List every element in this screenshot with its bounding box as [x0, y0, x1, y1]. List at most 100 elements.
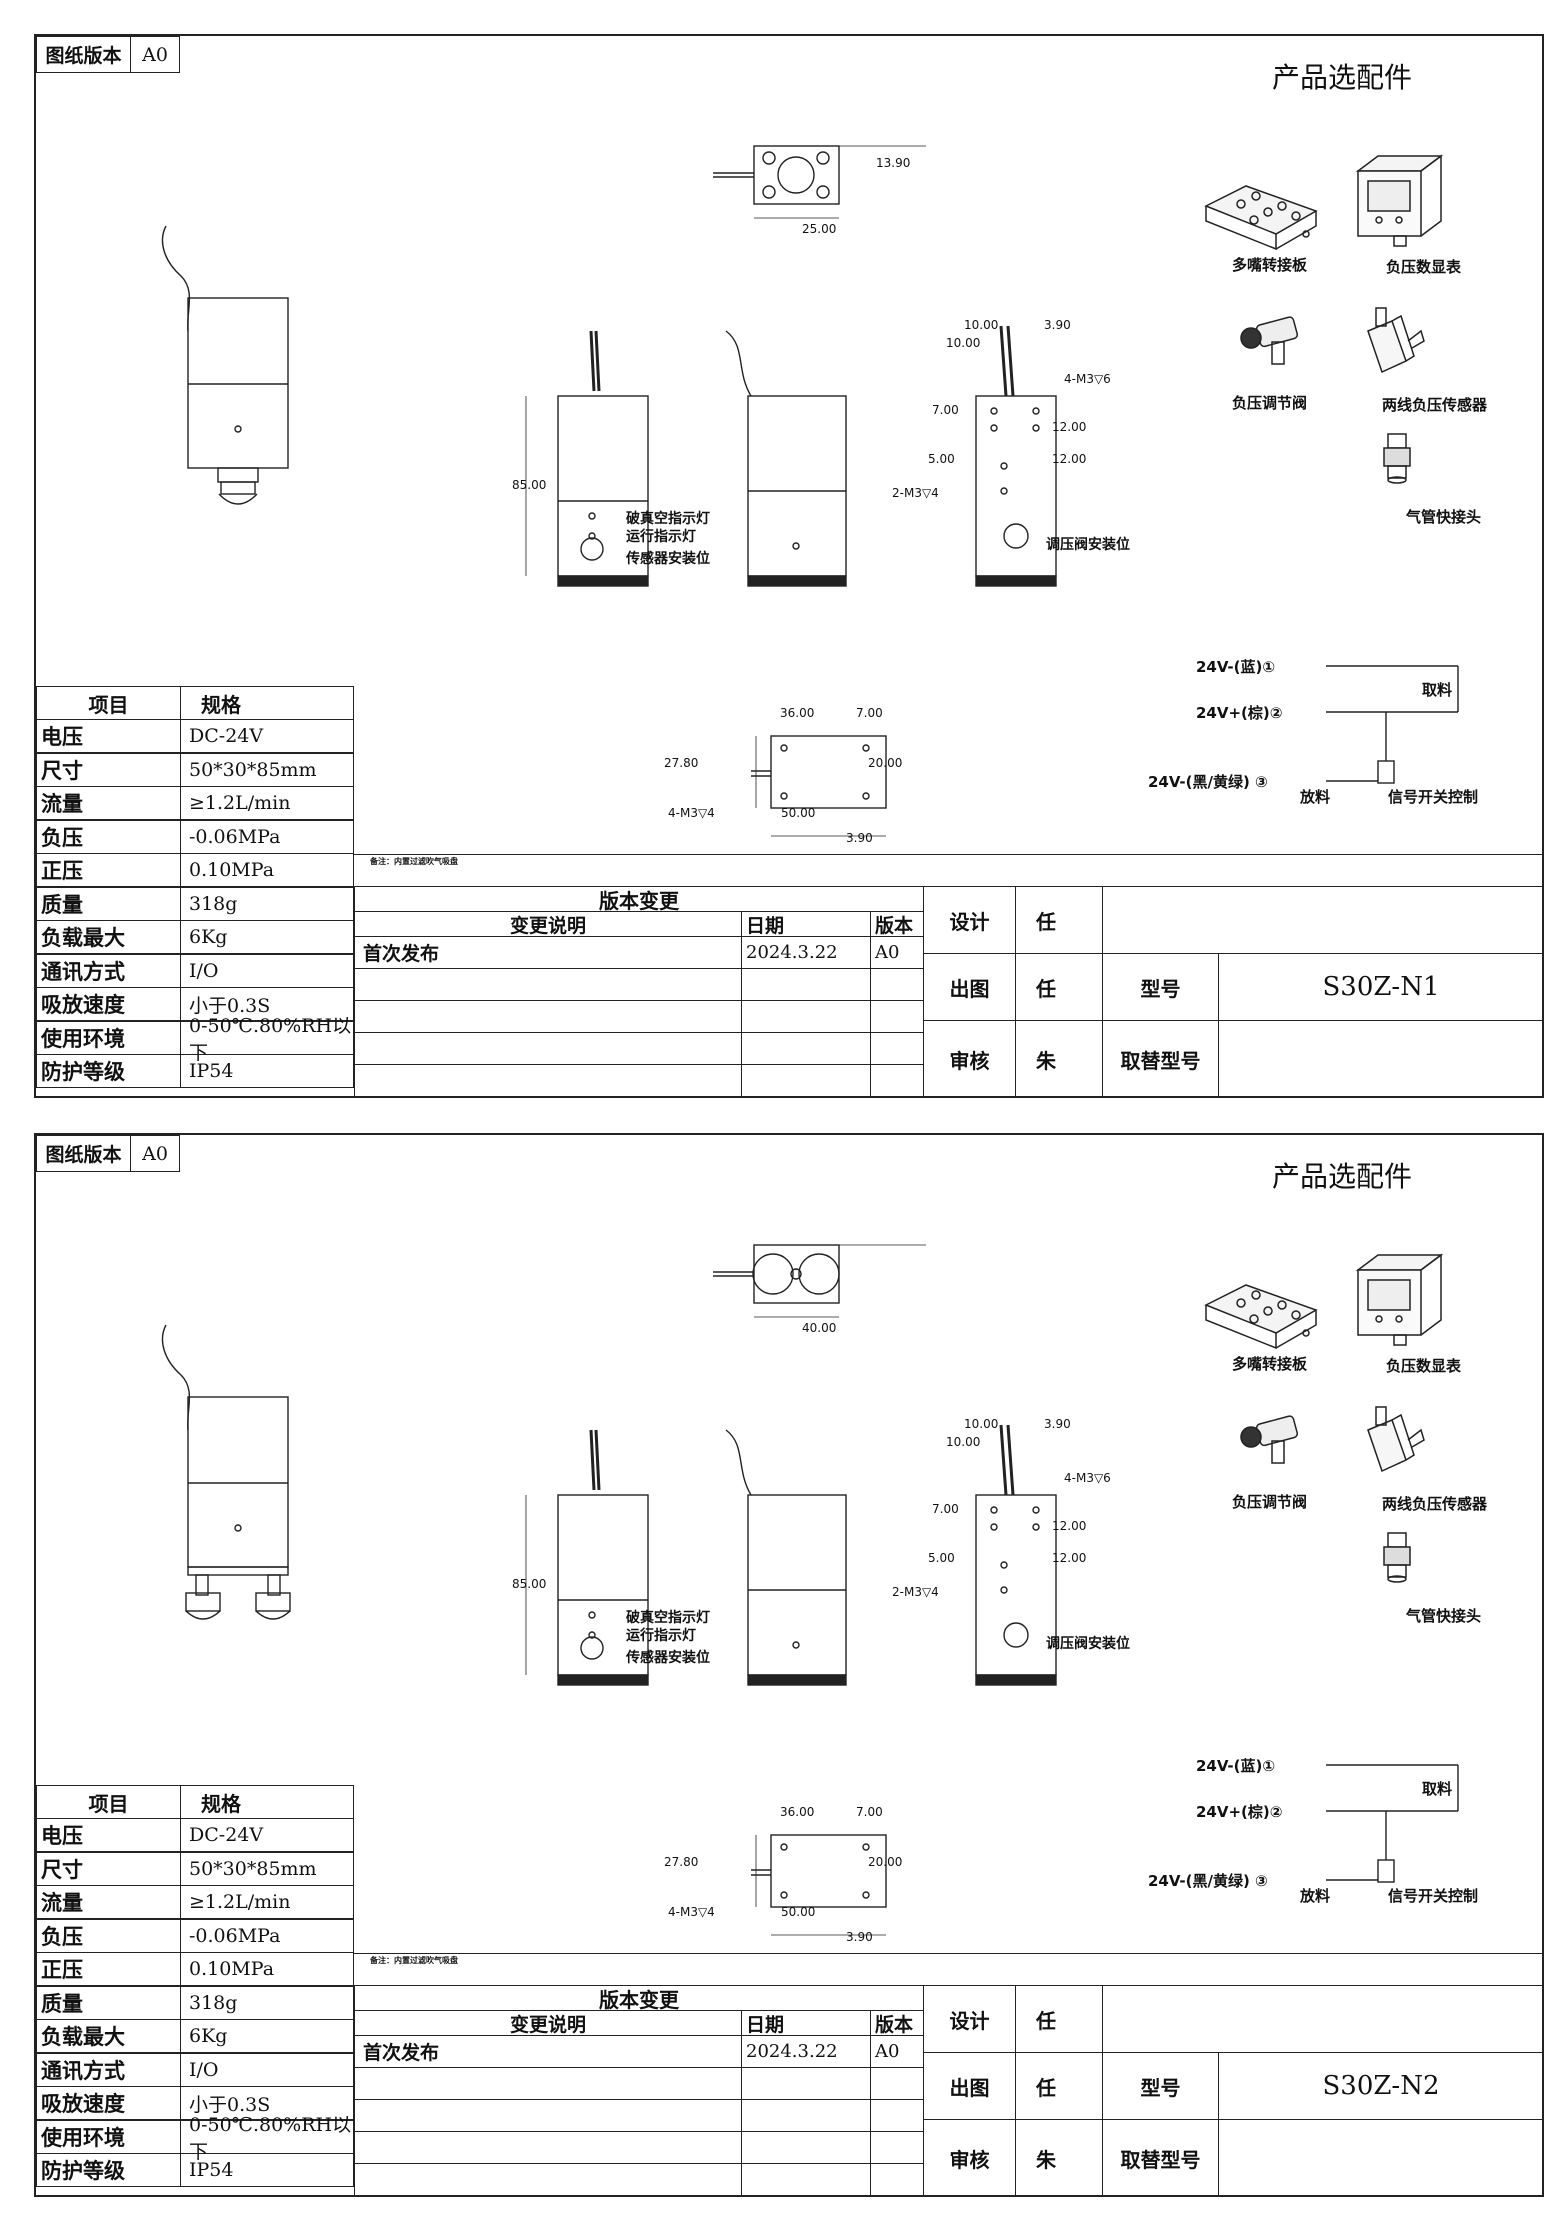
note-text: 备注：内置过滤吹气吸盘 [370, 1956, 458, 1965]
revision-row-date: 2024.3.22 [741, 2035, 871, 2068]
spec-item-label: 防护等级 [36, 1054, 181, 1088]
spec-item-value: 0-50℃.80%RH以下 [180, 1015, 354, 1064]
top-view [713, 1244, 926, 1318]
spec-header-spec: 规格 [180, 1785, 354, 1819]
dim-r5: 7.00 [932, 1502, 959, 1516]
spec-item-label: 电压 [36, 1818, 181, 1852]
revision-empty-10 [354, 1064, 742, 1098]
dim-r9: 2-M3▽4 [892, 486, 939, 500]
dim-b3: 27.80 [664, 756, 699, 770]
side-view [725, 1429, 847, 1686]
regulator-valve-icon [1240, 316, 1299, 365]
revision-empty-4 [354, 2099, 742, 2132]
revision-empty-12 [870, 2163, 924, 2197]
wire-label-2: 24V+(棕)② [1196, 704, 1283, 722]
front-view [525, 1429, 649, 1686]
spec-item-label: 流量 [36, 786, 181, 820]
callout-sensor-mount: 传感器安装位 [626, 551, 710, 567]
revision-empty-1 [354, 968, 742, 1001]
note-text: 备注：内置过滤吹气吸盘 [370, 857, 458, 866]
iso-view [161, 1324, 291, 1620]
spec-header-item: 项目 [36, 686, 181, 720]
side-view [725, 330, 847, 587]
spec-item-value: I/O [180, 953, 354, 988]
dim-side-height: 85.00 [512, 478, 547, 492]
spec-item-value: ≥1.2L/min [180, 786, 354, 820]
spec-item-label: 使用环境 [36, 1020, 181, 1055]
accessory-label-connector: 气管快接头 [1406, 508, 1482, 526]
revision-empty-2 [741, 968, 871, 1001]
tb-replace-value [1218, 1020, 1544, 1098]
right-view [975, 325, 1057, 587]
dim-r2: 10.00 [946, 1435, 981, 1449]
callout-regulator-mount: 调压阀安装位 [1046, 537, 1130, 553]
dim-b2: 7.00 [856, 706, 883, 720]
callout-sensor-mount: 传感器安装位 [626, 1650, 710, 1666]
spec-item-label: 吸放速度 [36, 987, 181, 1021]
spec-item-value: 6Kg [180, 920, 354, 954]
revision-empty-6 [870, 2099, 924, 2132]
spec-item-label: 质量 [36, 1985, 181, 2020]
tb-drawn-by: 任 [1015, 2052, 1103, 2120]
spec-item-value: 6Kg [180, 2019, 354, 2053]
wire-label-2: 24V+(棕)② [1196, 1803, 1283, 1821]
spec-item-value: 318g [180, 886, 354, 921]
dim-b7: 3.90 [846, 831, 873, 845]
spec-item-label: 尺寸 [36, 1851, 181, 1886]
spec-item-label: 通讯方式 [36, 2052, 181, 2087]
dim-b6: 4-M3▽4 [668, 806, 715, 820]
right-view [975, 1424, 1057, 1686]
spec-item-value: DC-24V [180, 719, 354, 753]
dim-side-height: 85.00 [512, 1577, 547, 1591]
dim-b4: 20.00 [868, 756, 903, 770]
tb-design-by: 任 [1015, 1985, 1103, 2053]
accessory-label-connector: 气管快接头 [1406, 1607, 1482, 1625]
tb-review-label: 审核 [923, 2119, 1016, 2197]
spec-item-value: -0.06MPa [180, 1918, 354, 1953]
dim-r5: 7.00 [932, 403, 959, 417]
dim-r2: 10.00 [946, 336, 981, 350]
wire-release: 放料 [1300, 1887, 1331, 1905]
drawing-version-value: A0 [130, 1135, 180, 1172]
accessory-label-manifold: 多嘴转接板 [1232, 1355, 1308, 1373]
revision-empty-9 [870, 1032, 924, 1065]
accessory-label-regulator: 负压调节阀 [1232, 394, 1308, 412]
dim-top-height: 13.90 [876, 156, 911, 170]
revision-empty-1 [354, 2067, 742, 2100]
revision-row-date: 2024.3.22 [741, 936, 871, 969]
dim-b4: 20.00 [868, 1855, 903, 1869]
tb-drawn-label: 出图 [923, 2052, 1016, 2120]
dim-r9: 2-M3▽4 [892, 1585, 939, 1599]
drawing-version-value: A0 [130, 36, 180, 73]
spec-item-value: IP54 [180, 2153, 354, 2187]
technical-drawing [161, 1244, 1057, 1936]
tb-design-empty [1102, 886, 1544, 954]
dim-b7: 3.90 [846, 1930, 873, 1944]
dim-b5: 50.00 [781, 806, 816, 820]
bottom-view [751, 735, 887, 837]
revision-col-date: 日期 [741, 2010, 871, 2036]
wire-signal: 信号开关控制 [1388, 1887, 1479, 1905]
wiring-svg [1326, 665, 1459, 784]
pressure-sensor-icon [1367, 307, 1425, 374]
dim-r3: 3.90 [1044, 318, 1071, 332]
wire-label-1: 24V-(蓝)① [1196, 658, 1276, 676]
spec-item-label: 正压 [36, 853, 181, 887]
accessory-label-regulator: 负压调节阀 [1232, 1493, 1308, 1511]
dim-r8: 12.00 [1052, 452, 1087, 466]
vacuum-gauge-icon [1355, 154, 1444, 247]
dim-r8: 12.00 [1052, 1551, 1087, 1565]
tb-model-label: 型号 [1102, 953, 1219, 1021]
tb-review-by: 朱 [1015, 1020, 1103, 1098]
spec-item-label: 电压 [36, 719, 181, 753]
dim-top-width: 40.00 [802, 1321, 837, 1335]
revision-title: 版本变更 [354, 1985, 924, 2012]
accessory-label-sensor: 两线负压传感器 [1382, 396, 1488, 414]
revision-title: 版本变更 [354, 886, 924, 913]
revision-empty-6 [870, 1000, 924, 1033]
dim-b1: 36.00 [780, 706, 815, 720]
pressure-sensor-icon [1367, 1406, 1425, 1473]
spec-item-label: 尺寸 [36, 752, 181, 787]
